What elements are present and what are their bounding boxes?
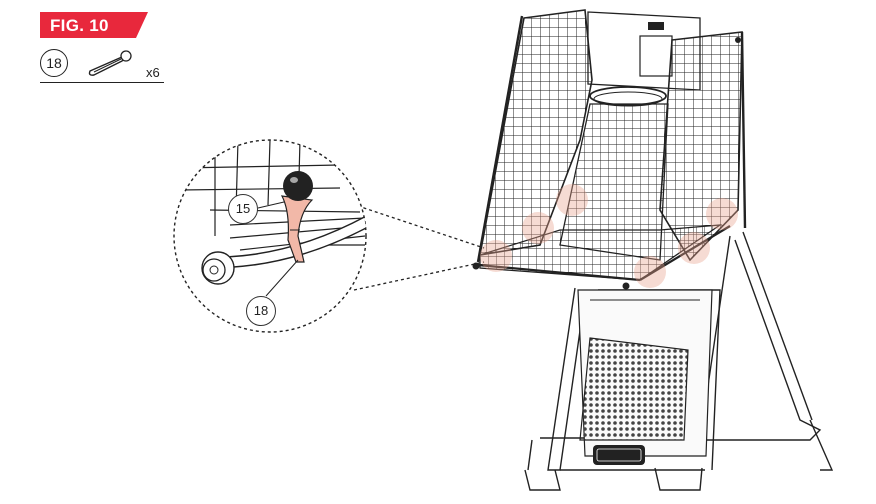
detail-leader-lines: [351, 203, 485, 291]
tie-location-highlight: [634, 256, 666, 288]
part-number-badge: 18: [40, 49, 68, 77]
hex-mesh-panel: [579, 337, 689, 441]
callout-part-18: 18: [246, 296, 276, 326]
figure-label-tag: FIG. 10: [40, 12, 148, 38]
bungee-ball-tie-icon: [88, 50, 132, 76]
callout-part-15: 15: [228, 194, 258, 224]
tie-location-highlight: [556, 184, 588, 216]
tie-location-highlight: [706, 198, 738, 230]
detail-zoom-circle: [173, 139, 367, 333]
net-frame: [472, 9, 747, 290]
figure-label: FIG. 10: [50, 16, 109, 35]
tie-location-highlight: [480, 240, 512, 272]
part-quantity: x6: [146, 65, 160, 80]
hall-of-games-logo: [593, 445, 645, 465]
parts-divider: [40, 82, 164, 83]
parts-list: 18 x6: [40, 47, 166, 85]
tie-location-highlight: [678, 232, 710, 264]
tie-location-highlight: [522, 212, 554, 244]
